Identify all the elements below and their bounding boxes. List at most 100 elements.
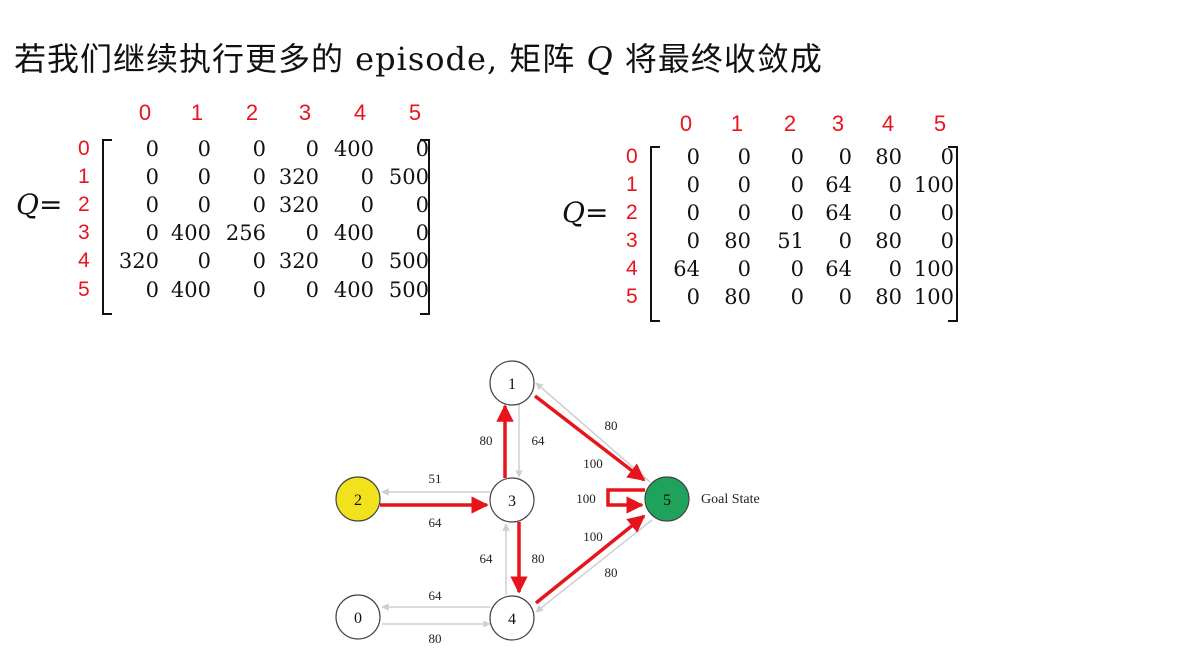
svg-text:5: 5 xyxy=(663,492,671,509)
row-header: 1 xyxy=(78,165,90,188)
edge-label: 80 xyxy=(605,418,618,433)
matrix-cell: 0 xyxy=(940,229,954,253)
right-bracket xyxy=(420,139,430,315)
column-header: 5 xyxy=(933,111,947,136)
row-header: 0 xyxy=(78,137,90,160)
matrix-cell: 0 xyxy=(940,145,954,169)
matrix-cell: 0 xyxy=(686,229,700,253)
matrix-cell: 320 xyxy=(118,249,159,273)
matrix-cell: 0 xyxy=(686,145,700,169)
node-2: 2 xyxy=(335,476,381,522)
matrix-cell: 0 xyxy=(145,137,159,161)
column-header: 3 xyxy=(298,100,312,125)
matrix-cell: 320 xyxy=(278,165,319,189)
matrix-cell: 0 xyxy=(737,145,751,169)
matrix-cell: 0 xyxy=(790,201,804,225)
column-header: 4 xyxy=(881,111,895,136)
matrix-cell: 64 xyxy=(673,257,700,281)
row-header: 4 xyxy=(626,257,638,280)
matrix-cell: 0 xyxy=(197,137,211,161)
matrix-cell: 0 xyxy=(252,249,266,273)
edge-label: 51 xyxy=(429,471,442,486)
edge-4-5 xyxy=(534,514,646,605)
node-5-goal: 5 xyxy=(644,476,690,522)
left-bracket xyxy=(650,146,660,322)
matrix-cell: 0 xyxy=(252,278,266,302)
matrix-cell: 80 xyxy=(724,229,751,253)
row-header: 5 xyxy=(626,285,638,308)
matrix-cell: 0 xyxy=(252,193,266,217)
matrix-cell: 0 xyxy=(838,145,852,169)
svg-text:2: 2 xyxy=(354,492,362,509)
matrix-cell: 0 xyxy=(252,165,266,189)
matrix-cell: 500 xyxy=(388,165,429,189)
matrix-cell: 100 xyxy=(913,285,954,309)
matrix-cell: 80 xyxy=(875,229,902,253)
column-header: 2 xyxy=(783,111,797,136)
edge-5-4 xyxy=(535,519,653,613)
column-header: 5 xyxy=(408,100,422,125)
matrix-label: Q= xyxy=(562,196,609,229)
column-header: 1 xyxy=(190,100,204,125)
column-header: 0 xyxy=(138,100,152,125)
matrix-cell: 400 xyxy=(333,278,374,302)
matrix-cell: 80 xyxy=(875,145,902,169)
row-header: 1 xyxy=(626,173,638,196)
matrix-cell: 0 xyxy=(360,165,374,189)
row-header: 2 xyxy=(78,193,90,216)
matrix-cell: 64 xyxy=(825,173,852,197)
column-header: 2 xyxy=(245,100,259,125)
matrix-cell: 0 xyxy=(197,249,211,273)
matrix-cell: 64 xyxy=(825,257,852,281)
matrix-cell: 0 xyxy=(415,193,429,217)
edge-label: 80 xyxy=(480,433,493,448)
matrix-cell: 0 xyxy=(305,137,319,161)
matrix-cell: 0 xyxy=(360,193,374,217)
matrix-cell: 0 xyxy=(197,165,211,189)
edge-label: 80 xyxy=(532,551,545,566)
matrix-cell: 320 xyxy=(278,193,319,217)
node-1: 1 xyxy=(489,360,535,406)
matrix-cell: 0 xyxy=(790,145,804,169)
matrix-cell: 0 xyxy=(838,285,852,309)
matrix-cell: 64 xyxy=(825,201,852,225)
row-header: 0 xyxy=(626,145,638,168)
row-header: 5 xyxy=(78,278,90,301)
matrix-label: Q= xyxy=(16,188,63,221)
edge-label: 100 xyxy=(583,456,603,471)
matrix-cell: 0 xyxy=(145,278,159,302)
matrix-cell: 0 xyxy=(790,173,804,197)
row-header: 4 xyxy=(78,249,90,272)
matrix-cell: 0 xyxy=(888,257,902,281)
svg-text:0: 0 xyxy=(354,610,362,627)
column-header: 1 xyxy=(730,111,744,136)
matrix-cell: 400 xyxy=(333,137,374,161)
edge-label: 64 xyxy=(480,551,494,566)
edge-5-5 xyxy=(606,488,645,514)
matrix-cell: 0 xyxy=(686,201,700,225)
matrix-cell: 0 xyxy=(686,285,700,309)
edge-label: 64 xyxy=(532,433,546,448)
edge-1-5 xyxy=(533,394,646,482)
matrix-cell: 500 xyxy=(388,278,429,302)
matrix-cell: 0 xyxy=(197,193,211,217)
matrix-cell: 400 xyxy=(170,221,211,245)
matrix-cell: 0 xyxy=(415,137,429,161)
matrix-cell: 0 xyxy=(360,249,374,273)
edge-label: 80 xyxy=(605,565,618,580)
edge-label: 64 xyxy=(429,588,443,603)
matrix-cell: 0 xyxy=(252,137,266,161)
svg-text:3: 3 xyxy=(508,493,516,510)
node-3: 3 xyxy=(489,477,535,523)
edge-label: 80 xyxy=(429,631,442,646)
row-header: 3 xyxy=(626,229,638,252)
column-header: 4 xyxy=(353,100,367,125)
row-header: 2 xyxy=(626,201,638,224)
matrix-cell: 0 xyxy=(888,173,902,197)
row-header: 3 xyxy=(78,221,90,244)
matrix-cell: 0 xyxy=(145,221,159,245)
slide-title: 若我们继续执行更多的 episode, 矩阵 Q 将最终收敛成 xyxy=(14,40,823,78)
matrix-cell: 400 xyxy=(333,221,374,245)
svg-text:4: 4 xyxy=(508,611,516,628)
